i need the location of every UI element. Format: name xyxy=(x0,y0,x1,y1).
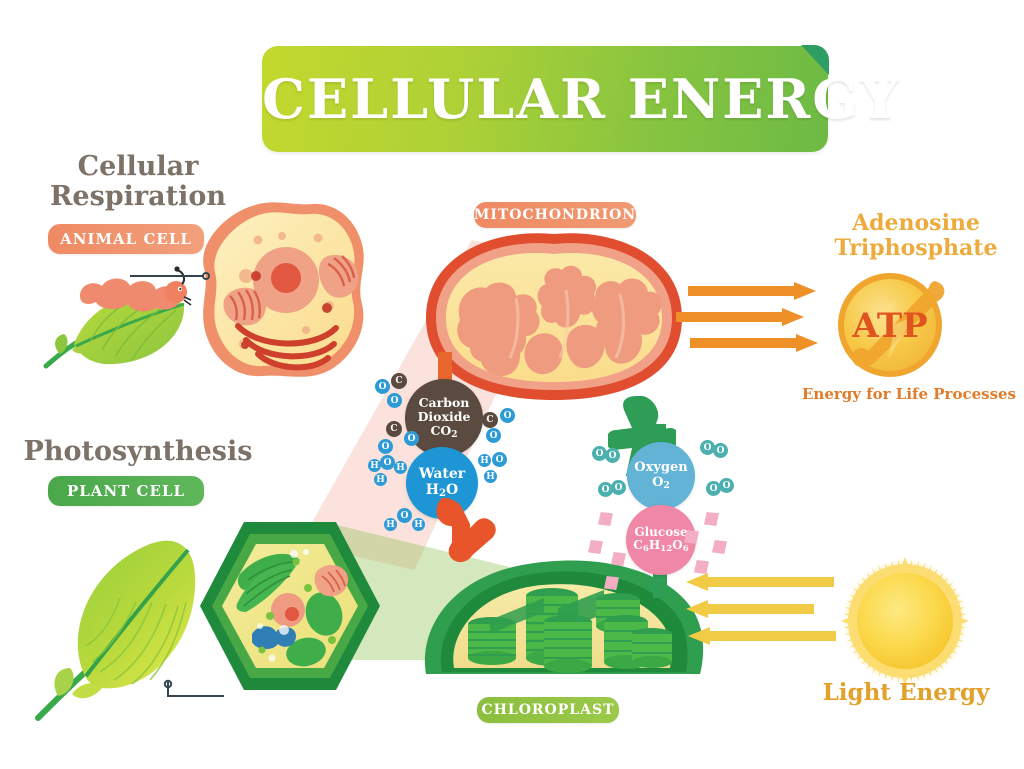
water-atom-cluster-3: H O H xyxy=(384,508,432,538)
mitochondrion-in-cell-right xyxy=(318,254,359,298)
up-arrow-oxygen-output xyxy=(608,396,676,478)
oxygen-atom: O xyxy=(378,439,393,454)
oxygen-name: Oxygen xyxy=(634,459,688,475)
animal-cell-connector xyxy=(130,272,210,280)
glucose-particle xyxy=(684,530,699,544)
carbon-atom: C xyxy=(391,373,407,389)
atp-title: Adenosine Triphosphate xyxy=(818,210,1014,262)
oxygen-atom: O xyxy=(713,443,728,458)
co2-name-line-2: Dioxide xyxy=(417,408,471,424)
oxygen-atom: O xyxy=(719,478,734,493)
oxygen-formula: O2 xyxy=(652,474,670,491)
oxygen-atom: O xyxy=(611,480,626,495)
glucose-formula: C6H12O6 xyxy=(633,537,689,554)
atp-caption: Energy for Life Processes xyxy=(802,385,1016,403)
mitochondrion-label: MITOCHONDRION xyxy=(474,202,636,228)
water-formula: H2O xyxy=(425,481,459,499)
oxygen-atom: O xyxy=(375,379,390,394)
leaf-illustration xyxy=(35,540,224,721)
hydrogen-atom: H xyxy=(412,518,425,531)
cellular-respiration-heading: Cellular Respiration xyxy=(38,151,238,213)
heading-line-2: Respiration xyxy=(49,181,227,213)
oxygen-atom: O xyxy=(700,440,715,455)
glucose-particle xyxy=(712,540,727,554)
carbon-atom: C xyxy=(386,421,402,437)
oxygen-pair-4: O O xyxy=(706,478,740,496)
glucose-particle xyxy=(704,512,719,526)
glucose-particle xyxy=(598,512,613,526)
oxygen-atom: O xyxy=(486,428,501,443)
atp-title-line-2: Triphosphate xyxy=(834,235,998,262)
co2-atom-cluster-1: O C O xyxy=(375,373,421,417)
caterpillar-icon xyxy=(80,266,192,312)
mitochondrion-illustration xyxy=(426,233,682,400)
glucose-name: Glucose xyxy=(634,524,688,539)
co2-atom-cluster-2: C O O xyxy=(378,421,426,463)
oxygen-pair-3: O O xyxy=(700,440,734,458)
leaf-with-caterpillar-illustration xyxy=(43,266,192,369)
glucose-particle xyxy=(694,560,709,574)
photosynthesis-heading: Photosynthesis xyxy=(23,436,253,467)
oxygen-atom: O xyxy=(387,393,402,408)
animal-cell-badge: ANIMAL CELL xyxy=(48,224,204,254)
oxygen-atom: O xyxy=(706,481,721,496)
heading-line-1: Cellular xyxy=(77,151,199,182)
water-name: Water xyxy=(418,465,466,482)
oxygen-atom: O xyxy=(500,408,515,423)
chloroplast-in-cell xyxy=(236,553,300,612)
oxygen-atom: O xyxy=(404,431,419,446)
hydrogen-atom: H xyxy=(484,470,497,483)
atp-title-line-1: Adenosine xyxy=(852,210,980,236)
oxygen-atom: O xyxy=(598,482,613,497)
hydrogen-atom: H xyxy=(478,454,491,467)
water-atom-cluster-2: H O H xyxy=(478,452,524,496)
hydrogen-atom: H xyxy=(374,473,387,486)
oxygen-atom: O xyxy=(605,448,620,463)
light-energy-arrows xyxy=(686,573,836,645)
endoplasmic-reticulum xyxy=(235,323,339,371)
chloroplast-label: CHLOROPLAST xyxy=(477,697,619,723)
mitochondrion-in-cell-left xyxy=(223,287,267,326)
plant-cell-illustration xyxy=(200,522,380,690)
hydrogen-atom: H xyxy=(368,459,381,472)
glucose-particle xyxy=(604,576,619,590)
page-title: CELLULAR ENERGY xyxy=(262,67,901,131)
co2-atom-cluster-3: C O O xyxy=(480,408,528,450)
energy-arrows-to-atp xyxy=(676,282,818,352)
title-banner: CELLULAR ENERGY xyxy=(262,45,901,152)
co2-formula: CO2 xyxy=(430,422,458,440)
thylakoid-stacks xyxy=(468,588,672,673)
co2-name-line-1: Carbon xyxy=(418,394,470,410)
glucose-particle xyxy=(611,552,626,566)
oxygen-atom: O xyxy=(380,455,395,470)
oxygen-pair-1: O O xyxy=(592,446,626,464)
hydrogen-atom: H xyxy=(394,461,407,474)
down-arrow-to-chloroplast xyxy=(436,498,496,563)
chloroplast-illustration xyxy=(424,560,704,674)
oxygen-pair-2: O O xyxy=(598,480,632,498)
water-atom-cluster-1: H O H H xyxy=(368,455,414,495)
molecule-glucose: Glucose C6H12O6 xyxy=(626,505,696,575)
plant-cell-badge: PLANT CELL xyxy=(48,476,204,506)
oxygen-atom: O xyxy=(397,508,412,523)
glucose-particle xyxy=(588,540,603,554)
sun-illustration xyxy=(841,557,969,685)
hydrogen-atom: H xyxy=(384,518,397,531)
oxygen-atom: O xyxy=(492,452,507,467)
molecule-oxygen: Oxygen O2 xyxy=(627,442,695,510)
animal-cell-illustration xyxy=(203,202,364,377)
carbon-atom: C xyxy=(482,412,498,428)
atp-abbreviation: ATP xyxy=(851,306,927,346)
atp-molecule-illustration: ATP xyxy=(838,273,945,377)
molecule-carbon-dioxide: Carbon Dioxide CO2 xyxy=(405,379,483,457)
mitochondrion-in-plant-cell xyxy=(314,565,348,597)
light-energy-label: Light Energy xyxy=(822,679,990,706)
oxygen-atom: O xyxy=(592,446,607,461)
